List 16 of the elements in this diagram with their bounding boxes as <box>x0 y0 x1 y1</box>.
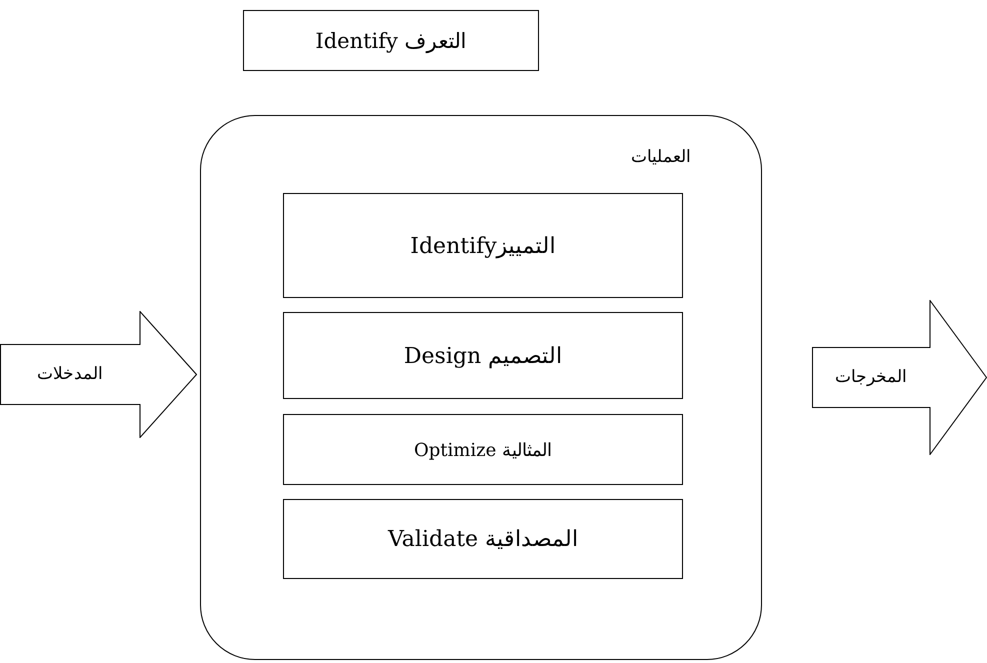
process-box <box>283 414 683 485</box>
process-box <box>283 193 683 298</box>
process-container <box>200 115 762 660</box>
process-box <box>283 499 683 579</box>
box-label: التعرف Identify <box>315 28 467 52</box>
box-label: المثالية Optimize <box>414 438 552 460</box>
block-arrow <box>812 300 987 455</box>
container-heading: العمليات <box>631 146 691 167</box>
box-label: المدخلات <box>36 362 104 384</box>
process-box <box>283 312 683 399</box>
process-box <box>243 10 539 71</box>
box-label: التمييزIdentify <box>410 232 556 258</box>
box-label: التصميم Design <box>404 342 562 368</box>
box-label: المخرجات <box>834 366 908 386</box>
box-label: المصداقية Validate <box>388 526 578 552</box>
block-arrow <box>0 311 197 438</box>
